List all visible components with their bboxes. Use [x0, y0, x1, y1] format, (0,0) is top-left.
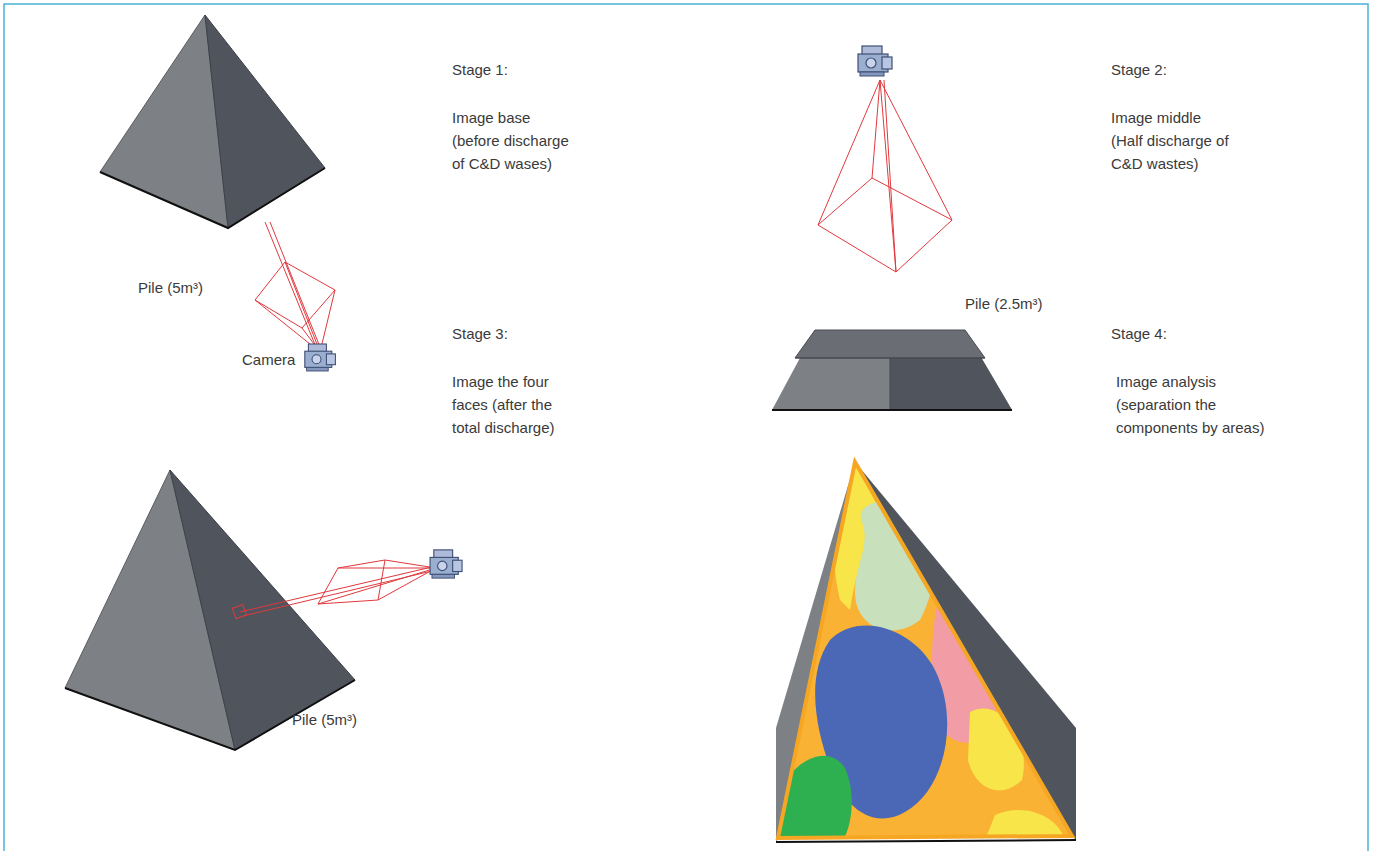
camera-icon: [858, 46, 892, 76]
stage3-view: [232, 560, 436, 619]
pile-volume: Pile (2.5m³): [965, 292, 1085, 315]
stage2-view: [818, 80, 952, 272]
pile-volume: Pile (5m³): [292, 708, 402, 731]
camera-icon: [305, 344, 336, 371]
stage-heading: Stage 1:: [452, 58, 592, 81]
pile-volume: Pile (5m³): [138, 276, 248, 299]
stage-heading: Stage 4:: [1111, 322, 1251, 345]
stage-description: Image base (before discharge of C&D wase…: [452, 106, 577, 175]
camera-icon: [430, 550, 462, 578]
stage2-pile: [772, 330, 1012, 410]
stage1-view: [255, 222, 335, 352]
stage-description: Image middle (Half discharge of C&D wast…: [1111, 106, 1233, 175]
stage1-pile: [100, 15, 325, 228]
stage-description: Image analysis (separation the component…: [1116, 370, 1274, 439]
stage-heading: Stage 2:: [1111, 58, 1251, 81]
frame: [4, 4, 1368, 851]
stage4-pile: [770, 462, 1076, 842]
stage-heading: Stage 3:: [452, 322, 592, 345]
stage3-pile: [65, 470, 355, 750]
stage-description: Image the four faces (after the total di…: [452, 370, 574, 439]
camera-label: Camera: [242, 348, 302, 371]
